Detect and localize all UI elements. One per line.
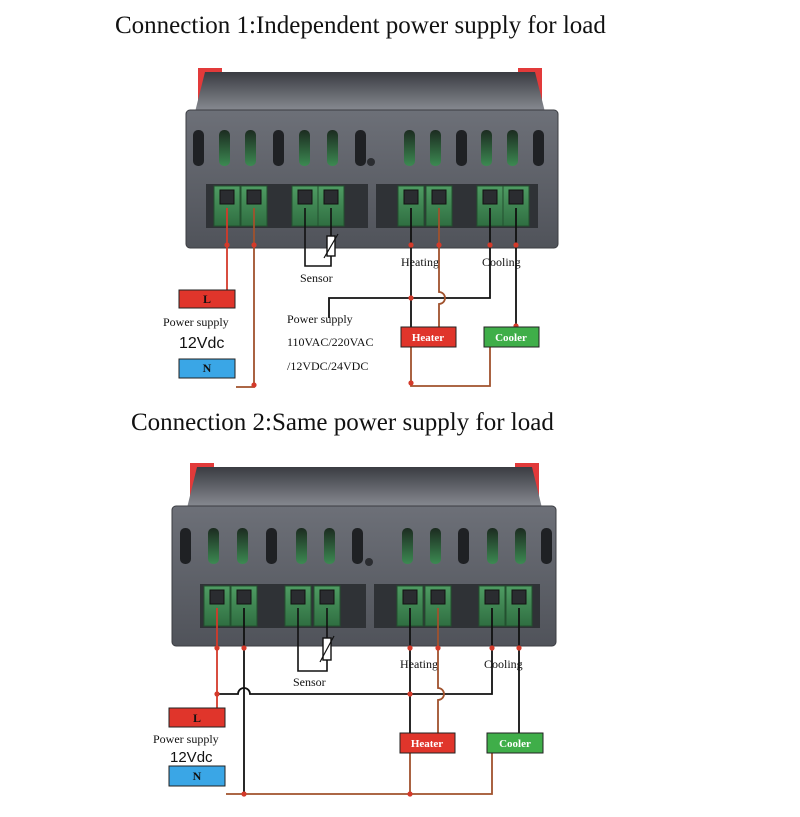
cooler-label: Cooler [495, 332, 527, 344]
vent-row [180, 528, 552, 564]
vent-slot [481, 130, 492, 166]
screw-hole [365, 558, 373, 566]
vent-slot [355, 130, 366, 166]
terminal-screw [484, 589, 500, 605]
terminal-screw [482, 189, 498, 205]
neutral-box [168, 765, 226, 787]
screw-hole [367, 158, 375, 166]
power-supply-label: Power supply [163, 315, 229, 329]
terminal-screw [246, 189, 262, 205]
vent-slot [296, 528, 307, 564]
connection-1-group: Sensor Heating Cooling [163, 68, 559, 388]
vent-slot [180, 528, 191, 564]
heating-label: Heating [400, 657, 438, 671]
connection-2-group: Sensor Heating Cooling [153, 463, 557, 797]
cooler-box [486, 732, 544, 754]
terminal-screw [402, 589, 418, 605]
terminal-screw [297, 189, 313, 205]
heater-box [400, 326, 457, 348]
vent-row [193, 130, 544, 166]
live-label: L [193, 711, 201, 725]
heating-label: Heating [401, 255, 439, 269]
vent-slot [487, 528, 498, 564]
heating-out-wire [437, 608, 445, 733]
terminal-screw [209, 589, 225, 605]
terminal-screw [431, 189, 447, 205]
sensor-probe [297, 608, 335, 672]
terminal-screw [508, 189, 524, 205]
device-top-face [187, 467, 542, 508]
power-supply-label: Power supply [153, 732, 219, 746]
terminal-screw [319, 589, 335, 605]
terminal-screw [290, 589, 306, 605]
vent-slot [515, 528, 526, 564]
neutral-label: N [203, 361, 212, 375]
cooler-label: Cooler [499, 738, 531, 750]
load-return-wire [226, 753, 411, 795]
load-return-wire [410, 346, 491, 387]
vent-slot [208, 528, 219, 564]
vent-slot [273, 130, 284, 166]
vent-slot [541, 528, 552, 564]
sensor-label: Sensor [300, 271, 333, 285]
connection-1-title: Connection 1:Independent power supply fo… [115, 12, 606, 39]
terminal-screw-block [476, 185, 504, 227]
vent-slot [430, 528, 441, 564]
connection-2-title: Connection 2:Same power supply for load [131, 409, 554, 436]
vent-slot [404, 130, 415, 166]
live-box [178, 289, 236, 309]
vent-slot [507, 130, 518, 166]
vent-slot [245, 130, 256, 166]
heater-box [399, 732, 456, 754]
vent-slot [219, 130, 230, 166]
neutral-box [178, 358, 236, 379]
vent-slot [299, 130, 310, 166]
cooling-label: Cooling [482, 255, 521, 269]
heater-label: Heater [412, 332, 444, 344]
vent-slot [533, 130, 544, 166]
vent-slot [430, 130, 441, 166]
cooling-label: Cooling [484, 657, 523, 671]
load-voltage-line1: 110VAC/220VAC [287, 335, 373, 349]
cooler-box [483, 326, 540, 348]
voltage-label: 12Vdc [170, 749, 213, 766]
vent-slot [324, 528, 335, 564]
neutral-label: N [193, 769, 202, 783]
terminal-screw [236, 589, 252, 605]
vent-slot [237, 528, 248, 564]
terminal-screw [511, 589, 527, 605]
terminal-screw [403, 189, 419, 205]
live-box [168, 707, 226, 728]
device-top-face [195, 72, 545, 112]
vent-slot [266, 528, 277, 564]
vent-slot [193, 130, 204, 166]
voltage-label: 12Vdc [179, 335, 224, 352]
controller-device [185, 68, 559, 249]
vent-slot [456, 130, 467, 166]
vent-slot [327, 130, 338, 166]
load-power-supply-label: Power supply [287, 312, 353, 326]
load-supply-wire [217, 608, 493, 695]
vent-slot [458, 528, 469, 564]
sensor-label: Sensor [293, 675, 326, 689]
sensor-probe [304, 208, 339, 267]
terminal-screw [323, 189, 339, 205]
heating-out-wire [438, 208, 446, 328]
load-voltage-line2: /12VDC/24VDC [287, 359, 368, 373]
terminal-screw [219, 189, 235, 205]
controller-device [171, 463, 557, 647]
wires [214, 608, 522, 797]
vent-slot [402, 528, 413, 564]
heater-label: Heater [411, 738, 443, 750]
live-label: L [203, 292, 211, 306]
terminal-screw [430, 589, 446, 605]
wires [224, 208, 519, 388]
vent-slot [352, 528, 363, 564]
